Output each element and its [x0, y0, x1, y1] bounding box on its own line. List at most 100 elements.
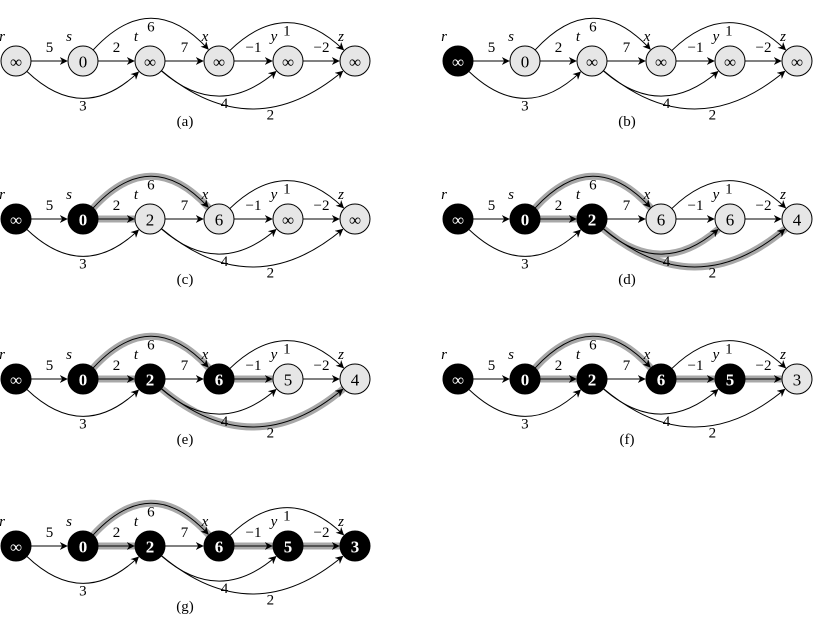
vertex-label: z: [337, 514, 344, 530]
vertex-r: [0, 530, 32, 562]
vertex-label: x: [201, 187, 209, 203]
edge-weight: 2: [113, 358, 121, 374]
vertex-distance: 2: [588, 211, 597, 230]
edge-weight: −1: [688, 358, 704, 374]
edge-weight: 6: [589, 19, 597, 35]
vertex-y: [272, 363, 304, 395]
vertex-distance: ∞: [10, 538, 22, 557]
edge-weight: 4: [221, 96, 229, 112]
vertex-distance: 2: [588, 371, 597, 390]
vertex-s: [509, 45, 541, 77]
vertex-label: x: [643, 347, 651, 363]
edge-weight: 7: [181, 358, 189, 374]
edge-t-z: [161, 388, 344, 428]
vertex-label: y: [269, 347, 278, 363]
edge-weight: 2: [709, 108, 717, 124]
vertex-z: [339, 45, 371, 77]
edge-weight: −1: [246, 198, 262, 214]
vertex-distance: 6: [726, 211, 735, 230]
edge-weight: −2: [314, 358, 330, 374]
vertex-label: y: [269, 29, 278, 45]
vertex-distance: ∞: [213, 53, 225, 72]
edge-weight: 4: [663, 254, 671, 270]
edge-weight: 5: [46, 198, 54, 214]
edge-t-z: [161, 70, 344, 110]
vertex-z: [339, 203, 371, 235]
vertex-label: r: [441, 29, 447, 45]
vertex-distance: 5: [284, 538, 293, 557]
vertex-x: [203, 363, 235, 395]
vertex-distance: 0: [521, 53, 530, 72]
edge-weight: −1: [246, 40, 262, 56]
vertex-r: [0, 45, 32, 77]
edge-s-x: [92, 502, 209, 536]
vertex-distance: ∞: [452, 371, 464, 390]
vertex-distance: ∞: [655, 53, 667, 72]
vertex-label: z: [337, 29, 344, 45]
vertex-label: z: [337, 347, 344, 363]
vertex-label: y: [711, 187, 720, 203]
vertex-distance: ∞: [349, 211, 361, 230]
panel-caption: (b): [618, 114, 636, 130]
edge-weight: 2: [555, 40, 563, 56]
edge-weight: 1: [725, 342, 733, 358]
vertex-label: z: [779, 29, 786, 45]
vertex-distance: 4: [351, 371, 360, 390]
edge-weight: 5: [46, 525, 54, 541]
vertex-label: r: [441, 187, 447, 203]
vertex-distance: 0: [79, 371, 88, 390]
edge-weight: 1: [725, 24, 733, 40]
edge-weight: 6: [147, 177, 155, 193]
edge-weight: 7: [181, 525, 189, 541]
edge-weight: −1: [246, 525, 262, 541]
vertex-z: [781, 363, 813, 395]
edge-weight: 3: [79, 416, 87, 432]
edge-weight: 4: [221, 254, 229, 270]
edge-r-t: [26, 388, 140, 417]
edge-r-t: [26, 228, 140, 257]
edge-x-z: [671, 340, 787, 369]
edge-weight: 3: [521, 416, 529, 432]
edge-s-x: [92, 17, 209, 51]
edge-weight: 7: [181, 40, 189, 56]
edge-weight: 5: [46, 40, 54, 56]
vertex-distance: 0: [79, 538, 88, 557]
vertex-distance: ∞: [586, 53, 598, 72]
edge-x-z: [229, 22, 345, 51]
vertex-label: y: [711, 347, 720, 363]
vertex-distance: 0: [521, 211, 530, 230]
vertex-label: s: [508, 347, 514, 363]
vertex-distance: ∞: [10, 371, 22, 390]
vertex-y: [714, 45, 746, 77]
vertex-z: [781, 45, 813, 77]
vertex-s: [67, 530, 99, 562]
vertex-distance: ∞: [452, 211, 464, 230]
edge-weight: 1: [283, 24, 291, 40]
edge-r-t: [468, 388, 582, 417]
vertex-z: [781, 203, 813, 235]
vertex-label: t: [576, 29, 581, 45]
vertex-distance: 6: [215, 371, 224, 390]
panel-caption: (d): [618, 272, 636, 288]
edge-weight: 4: [221, 414, 229, 430]
edge-weight: −1: [246, 358, 262, 374]
edge-s-x: [534, 17, 651, 51]
vertex-s: [67, 203, 99, 235]
vertex-distance: 4: [793, 211, 802, 230]
vertex-distance: ∞: [144, 53, 156, 72]
edge-weight: −1: [688, 40, 704, 56]
edge-t-z: [603, 388, 786, 428]
vertex-label: t: [134, 29, 139, 45]
edge-s-x: [534, 335, 651, 369]
edge-x-z: [671, 180, 787, 209]
vertex-label: z: [779, 347, 786, 363]
edge-weight: 2: [709, 266, 717, 282]
edge-weight: 2: [113, 40, 121, 56]
vertex-distance: 6: [215, 211, 224, 230]
edge-weight: 1: [283, 509, 291, 525]
